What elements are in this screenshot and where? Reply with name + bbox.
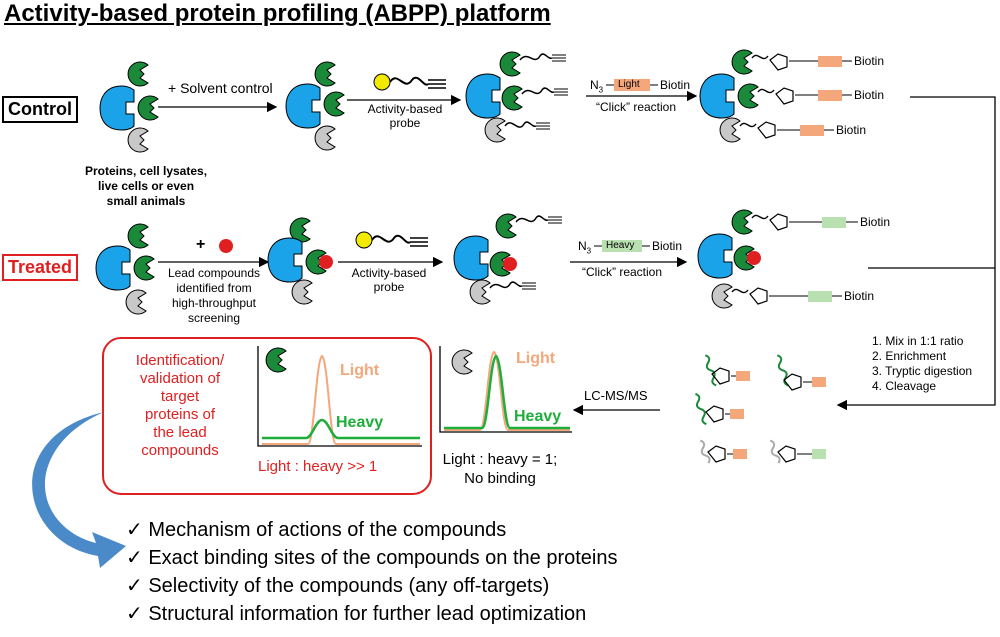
lead-compound-dot	[219, 239, 233, 253]
plot1-heavy-label: Heavy	[336, 414, 384, 431]
lcms-label: LC-MS/MS	[584, 388, 648, 403]
source-description: Proteins, cell lysates, live cells or ev…	[84, 164, 208, 208]
treated-products	[697, 209, 858, 309]
outcome-item: ✓ Exact binding sites of the compounds o…	[126, 547, 618, 569]
result-description: Identification/ validation of target pro…	[135, 352, 225, 459]
treated-n3: N3	[578, 239, 592, 256]
outcome-arrow	[32, 412, 126, 568]
processing-steps: 1. Mix in 1:1 ratio 2. Enrichment 3. Try…	[872, 334, 973, 393]
treated-biotin-2: Biotin	[844, 289, 875, 303]
control-n3: N3	[590, 78, 604, 95]
control-biotin-3: Biotin	[836, 123, 867, 137]
plot2-light-label: Light	[516, 350, 556, 367]
control-biotin-1: Biotin	[854, 54, 885, 68]
control-proteins-start	[99, 61, 159, 153]
page-title: Activity-based protein profiling (ABPP) …	[4, 0, 551, 27]
treated-probe-icon	[355, 231, 428, 249]
outcome-item: ✓ Structural information for further lea…	[126, 603, 587, 625]
heavy-tag-label: Heavy	[606, 240, 635, 251]
control-biotin-2: Biotin	[854, 88, 885, 102]
heavy-tag	[602, 240, 642, 252]
plot1-light-label: Light	[340, 362, 380, 379]
treated-biotin-1: Biotin	[860, 215, 891, 229]
control-proteins-labeled	[465, 51, 568, 143]
result-box	[102, 337, 432, 495]
no-binding-plot	[439, 346, 572, 433]
treated-proteins-labeled	[453, 213, 562, 305]
control-proteins-2	[285, 61, 345, 151]
digested-peptides	[695, 354, 826, 464]
binding-plot	[257, 346, 422, 447]
control-probe-label: Activity-based probe	[367, 102, 443, 130]
plot2-heavy-label: Heavy	[514, 408, 562, 425]
control-click-label: “Click” reaction	[596, 100, 677, 114]
merge-arrow	[836, 96, 996, 411]
no-binding-text: Light : heavy = 1; No binding	[442, 451, 558, 487]
control-probe-icon	[373, 73, 446, 91]
treated-label: Treated	[2, 254, 79, 281]
treated-reagent-biotin: Biotin	[652, 239, 683, 253]
binding-ratio: Light : heavy >> 1	[258, 458, 378, 475]
treated-proteins-start	[95, 223, 155, 315]
treated-click-label: “Click” reaction	[582, 265, 663, 279]
treated-proteins-2	[267, 217, 333, 305]
control-reagent-biotin: Biotin	[660, 78, 691, 92]
outcome-item: ✓ Mechanism of actions of the compounds	[126, 519, 507, 541]
light-tag	[614, 79, 650, 91]
outcome-item: ✓ Selectivity of the compounds (any off-…	[126, 575, 550, 597]
outcome-list: ✓ Mechanism of actions of the compounds …	[126, 516, 618, 628]
control-products	[699, 49, 852, 143]
treated-plus: +	[196, 236, 206, 253]
solvent-control-label: + Solvent control	[168, 80, 273, 96]
treated-probe-label: Activity-based probe	[351, 266, 427, 294]
lead-compounds-label: Lead compounds identified from high-thro…	[167, 266, 261, 325]
light-tag-label: Light	[618, 79, 640, 90]
control-label: Control	[2, 96, 78, 123]
